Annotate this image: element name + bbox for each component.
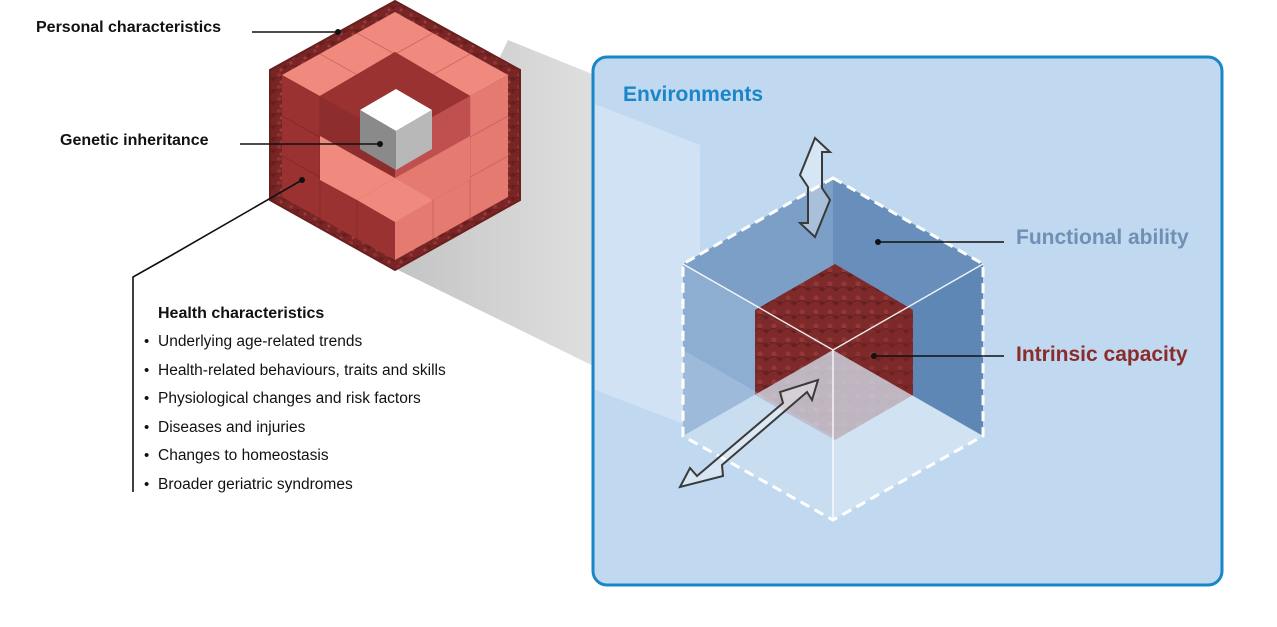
health-characteristics-block: Health characteristics • Underlying age-r… bbox=[144, 305, 446, 500]
list-item-text: Health-related behaviours, traits and sk… bbox=[158, 361, 446, 379]
functional-ability-label: Functional ability bbox=[1016, 226, 1189, 249]
environments-label: Environments bbox=[623, 83, 764, 106]
list-item: • Changes to homeostasis bbox=[144, 442, 446, 471]
list-item-text: Diseases and injuries bbox=[158, 418, 306, 436]
genetic-inheritance-label: Genetic inheritance bbox=[60, 132, 209, 149]
health-leader-line bbox=[132, 179, 303, 492]
intrinsic-leader-dot bbox=[871, 353, 877, 359]
personal-characteristics-cube bbox=[269, 0, 521, 272]
bullet-icon: • bbox=[144, 447, 150, 464]
vertical-double-arrow bbox=[797, 136, 833, 239]
health-characteristics-list: • Underlying age-related trends • Health-r… bbox=[144, 328, 446, 500]
list-item-text: Broader geriatric syndromes bbox=[158, 475, 353, 493]
genetic-leader-dot bbox=[377, 141, 383, 147]
list-item: • Diseases and injuries bbox=[144, 414, 446, 443]
functional-leader-dot bbox=[875, 239, 881, 245]
bullet-icon: • bbox=[144, 361, 150, 379]
list-item: • Broader geriatric syndromes bbox=[144, 471, 446, 500]
bullet-icon: • bbox=[144, 475, 150, 493]
list-item: • Health-related behaviours, traits and s… bbox=[144, 357, 446, 386]
list-item-text: Physiological changes and risk factors bbox=[158, 390, 421, 407]
zoom-beam-inner bbox=[595, 104, 700, 430]
list-item-text: Changes to homeostasis bbox=[158, 447, 329, 464]
diagonal-double-arrow bbox=[678, 378, 820, 489]
list-item-text: Underlying age-related trends bbox=[158, 333, 363, 350]
health-characteristics-title: Health characteristics bbox=[158, 305, 325, 322]
genetic-inheritance-cube bbox=[360, 89, 432, 170]
bullet-icon: • bbox=[144, 390, 150, 407]
list-item: • Physiological changes and risk factors bbox=[144, 385, 446, 414]
bullet-icon: • bbox=[144, 333, 150, 350]
list-item: • Underlying age-related trends bbox=[144, 328, 446, 357]
personal-leader-dot bbox=[335, 29, 341, 35]
intrinsic-capacity-label: Intrinsic capacity bbox=[1016, 343, 1188, 366]
health-leader-dot bbox=[299, 177, 305, 183]
personal-characteristics-label: Personal characteristics bbox=[36, 19, 221, 36]
bullet-icon: • bbox=[144, 418, 150, 436]
